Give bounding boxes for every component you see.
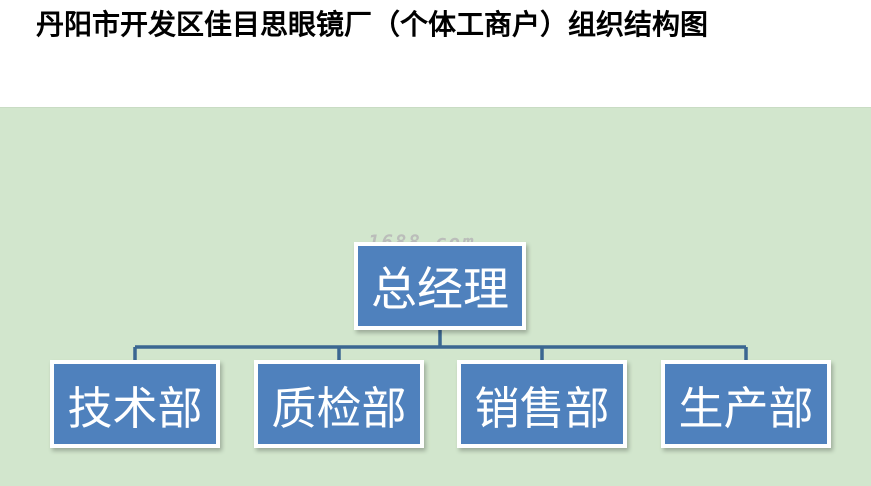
node-label: 生产部 — [678, 381, 814, 435]
node-label: 技术部 — [67, 381, 203, 435]
node-general-manager[interactable]: 总经理 — [354, 242, 526, 330]
page-title: 丹阳市开发区佳目思眼镜厂（个体工商户）组织结构图 — [36, 8, 709, 41]
node-quality-dept[interactable]: 质检部 — [254, 360, 424, 448]
node-label: 质检部 — [271, 381, 407, 435]
node-label: 销售部 — [474, 381, 610, 435]
connector-lines — [133, 330, 748, 362]
org-chart-canvas: 1688.com 总经理 技术部 质检部 销售部 生产部 — [0, 107, 871, 486]
node-production-dept[interactable]: 生产部 — [661, 360, 831, 448]
node-sales-dept[interactable]: 销售部 — [457, 360, 627, 448]
node-technical-dept[interactable]: 技术部 — [50, 360, 220, 448]
node-label: 总经理 — [371, 262, 509, 316]
